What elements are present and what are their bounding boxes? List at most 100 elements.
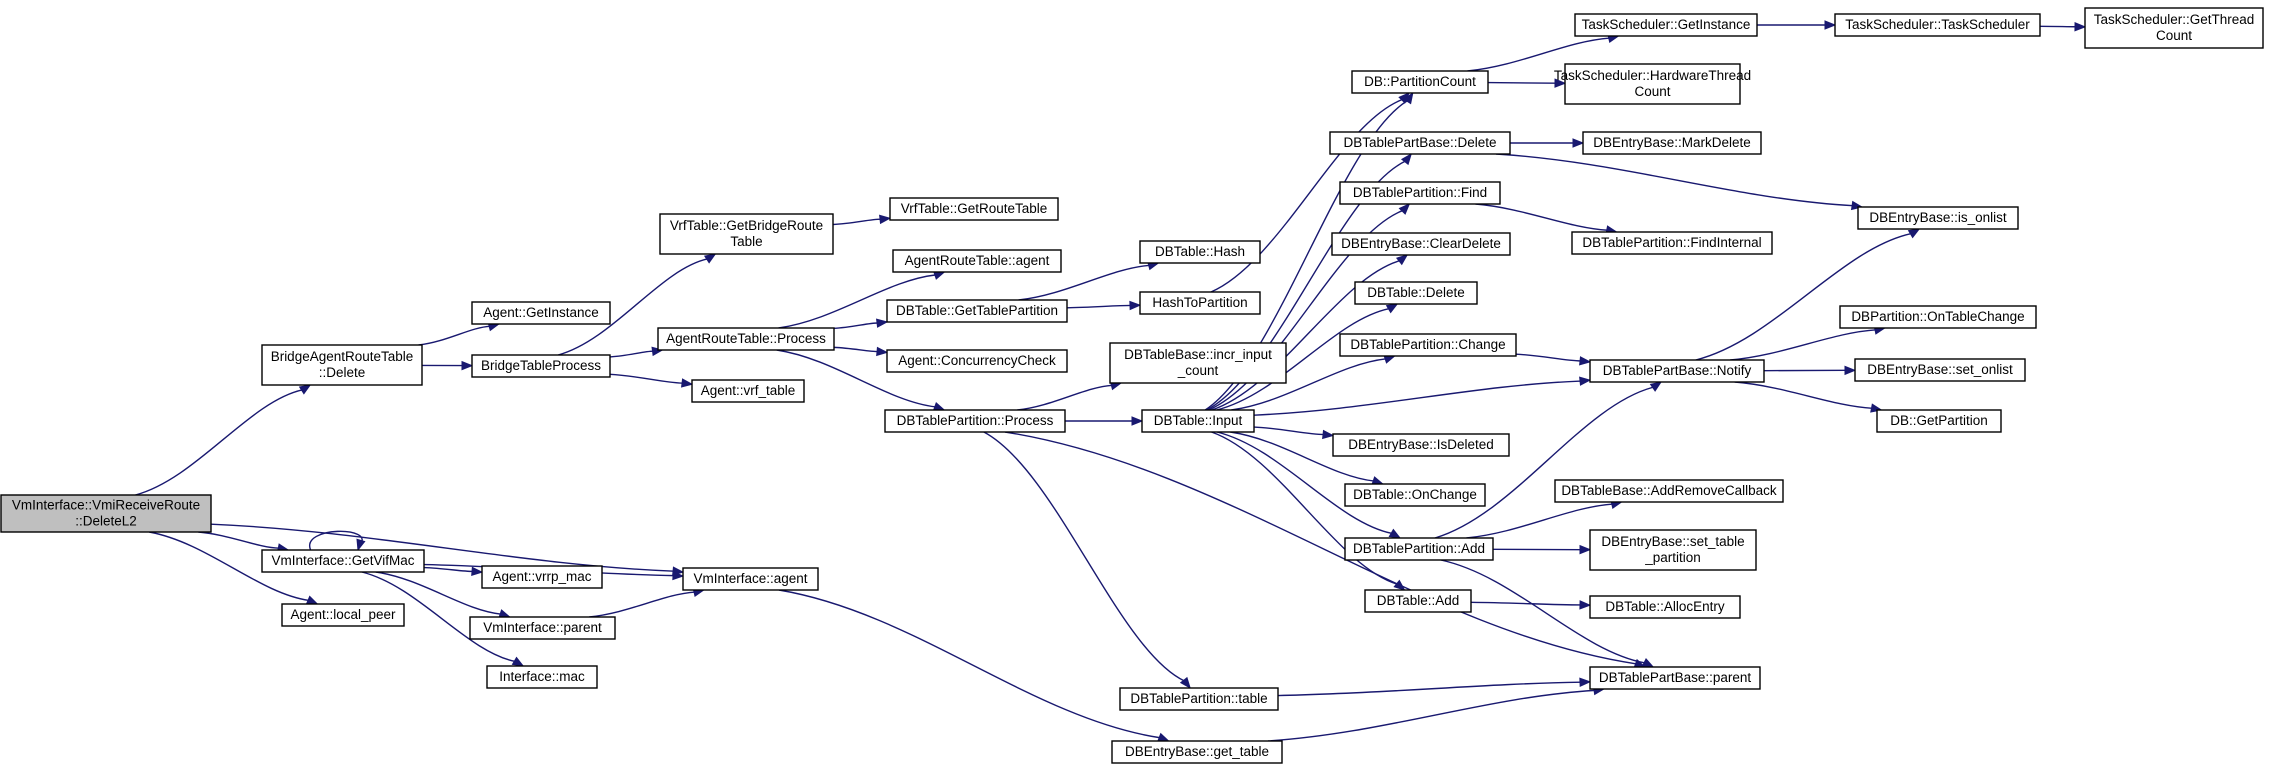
- edge-arrowhead: [1322, 429, 1335, 440]
- call-edge: [1064, 416, 1144, 426]
- call-edge: [1730, 325, 1887, 361]
- graph-node-db-getpartition[interactable]: DB::GetPartition: [1876, 409, 2002, 433]
- node-box: [886, 349, 1068, 373]
- call-edge: [1017, 381, 1123, 411]
- edge-arrowhead: [1385, 303, 1399, 314]
- node-label: HashToPartition: [1152, 295, 1247, 310]
- edge-line: [1211, 259, 1401, 411]
- graph-node-dbtable-delete[interactable]: DBTable::Delete: [1354, 281, 1478, 305]
- graph-node-bridgetableprocess[interactable]: BridgeTableProcess: [471, 354, 611, 378]
- graph-node-incr-input-count[interactable]: DBTableBase::incr_input_count: [1109, 342, 1287, 384]
- edge-line: [609, 350, 654, 358]
- graph-node-dbe-markdelete[interactable]: DBEntryBase::MarkDelete: [1582, 131, 1762, 155]
- graph-node-dbe-set-table-partition[interactable]: DBEntryBase::set_table_partition: [1589, 529, 1757, 571]
- graph-node-dbe-cleardelete[interactable]: DBEntryBase::ClearDelete: [1331, 232, 1511, 256]
- edge-line: [589, 591, 696, 618]
- edge-line: [1216, 431, 1393, 535]
- graph-node-vmi-receive[interactable]: VmInterface::VmiReceiveRoute::DeleteL2: [0, 494, 212, 533]
- graph-node-db-gettablepartition[interactable]: DBTable::GetTablePartition: [886, 299, 1068, 323]
- graph-node-dbtp-add[interactable]: DBTablePartition::Add: [1344, 537, 1494, 561]
- call-edge: [1487, 78, 1567, 88]
- graph-node-vmi-parent[interactable]: VmInterface::parent: [469, 616, 616, 640]
- graph-node-bridge-delete[interactable]: BridgeAgentRouteTable::Delete: [261, 344, 423, 386]
- graph-node-dbtp-findinternal[interactable]: DBTablePartition::FindInternal: [1571, 231, 1773, 255]
- edge-arrowhead: [511, 656, 525, 667]
- edge-line: [361, 571, 516, 663]
- edge-arrowhead: [1179, 676, 1191, 690]
- node-label: DBEntryBase::set_onlist: [1867, 362, 2013, 377]
- graph-node-dbtp-change[interactable]: DBTablePartition::Change: [1339, 333, 1517, 357]
- node-label: Interface::mac: [499, 669, 585, 684]
- node-box: [1364, 589, 1472, 613]
- node-label: Table: [730, 234, 762, 249]
- graph-node-ts-getinstance[interactable]: TaskScheduler::GetInstance: [1574, 13, 1758, 37]
- graph-node-agent-vrrp-mac[interactable]: Agent::vrrp_mac: [481, 565, 603, 589]
- graph-node-dbp-ontablechange[interactable]: DBPartition::OnTableChange: [1839, 305, 2037, 329]
- edge-line: [1018, 264, 1150, 301]
- edge-line: [1434, 386, 1654, 539]
- node-label: Count: [1634, 84, 1670, 99]
- graph-node-dbtable-onchange[interactable]: DBTable::OnChange: [1344, 483, 1486, 507]
- graph-node-dbtpb-notify[interactable]: DBTablePartBase::Notify: [1589, 359, 1765, 383]
- node-box: [1339, 333, 1517, 357]
- graph-node-dbtp-table[interactable]: DBTablePartition::table: [1119, 687, 1279, 711]
- edge-arrowhead: [471, 566, 484, 577]
- edge-arrowhead: [672, 570, 685, 581]
- graph-node-interface-mac[interactable]: Interface::mac: [486, 665, 598, 689]
- graph-node-getvifmac[interactable]: VmInterface::GetVifMac: [261, 549, 425, 573]
- graph-node-db-partitioncount[interactable]: DB::PartitionCount: [1351, 70, 1489, 94]
- graph-node-dbtable-add[interactable]: DBTable::Add: [1364, 589, 1472, 613]
- edge-line: [776, 349, 936, 408]
- graph-node-art-process[interactable]: AgentRouteTable::Process: [657, 327, 835, 351]
- call-edge: [1253, 426, 1335, 440]
- graph-node-dbtp-process[interactable]: DBTablePartition::Process: [884, 409, 1066, 433]
- call-edge: [309, 530, 366, 552]
- edge-arrowhead: [1400, 152, 1413, 166]
- call-edges: [135, 20, 2087, 742]
- node-label: _partition: [1644, 550, 1701, 565]
- graph-node-agent-getinstance[interactable]: Agent::GetInstance: [471, 301, 611, 325]
- graph-node-dbtpb-delete[interactable]: DBTablePartBase::Delete: [1329, 131, 1511, 155]
- graph-node-art-agent[interactable]: AgentRouteTable::agent: [892, 249, 1062, 273]
- edge-arrowhead: [356, 538, 366, 552]
- graph-node-dbtb-addremovecb[interactable]: DBTableBase::AddRemoveCallback: [1554, 479, 1784, 503]
- edge-arrowhead: [305, 595, 319, 605]
- node-box: [469, 616, 616, 640]
- graph-node-dbtable-hash[interactable]: DBTable::Hash: [1139, 240, 1261, 264]
- graph-node-local-peer[interactable]: Agent::local_peer: [281, 603, 405, 627]
- graph-node-dbe-get-table[interactable]: DBEntryBase::get_table: [1111, 740, 1283, 764]
- node-label: AgentRouteTable::agent: [905, 253, 1050, 268]
- node-label: TaskScheduler::GetThread: [2094, 12, 2255, 27]
- edge-arrowhead: [1649, 381, 1663, 392]
- graph-node-agent-vrf-table[interactable]: Agent::vrf_table: [691, 379, 805, 403]
- edge-line: [1253, 426, 1325, 436]
- edge-line: [778, 589, 1161, 739]
- edge-line: [778, 274, 936, 329]
- graph-node-vmi-agent[interactable]: VmInterface::agent: [682, 567, 819, 591]
- edge-line: [423, 566, 474, 573]
- node-box: [1111, 740, 1283, 764]
- graph-node-dbe-set-onlist[interactable]: DBEntryBase::set_onlist: [1854, 358, 2026, 382]
- graph-node-agent-concurrency[interactable]: Agent::ConcurrencyCheck: [886, 349, 1068, 373]
- graph-node-dbe-isdeleted[interactable]: DBEntryBase::IsDeleted: [1332, 433, 1510, 457]
- node-label: Agent::ConcurrencyCheck: [898, 353, 1056, 368]
- call-edge: [589, 587, 706, 618]
- graph-node-dbe-is-onlist[interactable]: DBEntryBase::is_onlist: [1857, 206, 2019, 230]
- node-box: [0, 494, 212, 533]
- graph-node-ts-taskscheduler[interactable]: TaskScheduler::TaskScheduler: [1834, 13, 2041, 37]
- call-edge: [421, 360, 474, 371]
- edge-line: [833, 346, 879, 353]
- graph-node-dbtp-find[interactable]: DBTablePartition::Find: [1339, 181, 1501, 205]
- graph-node-dbtable-input[interactable]: DBTable::Input: [1141, 409, 1255, 433]
- graph-node-dbtpb-parent[interactable]: DBTablePartBase::parent: [1589, 666, 1761, 690]
- graph-node-vrf-getroutetable[interactable]: VrfTable::GetRouteTable: [889, 197, 1059, 221]
- graph-node-hashtopartition[interactable]: HashToPartition: [1139, 291, 1261, 315]
- graph-node-dbtable-allocentry[interactable]: DBTable::AllocEntry: [1589, 595, 1741, 619]
- call-edge: [361, 571, 525, 667]
- node-box: [1344, 537, 1494, 561]
- edge-arrowhead: [1844, 365, 1857, 376]
- node-label: DBTableBase::AddRemoveCallback: [1561, 483, 1777, 498]
